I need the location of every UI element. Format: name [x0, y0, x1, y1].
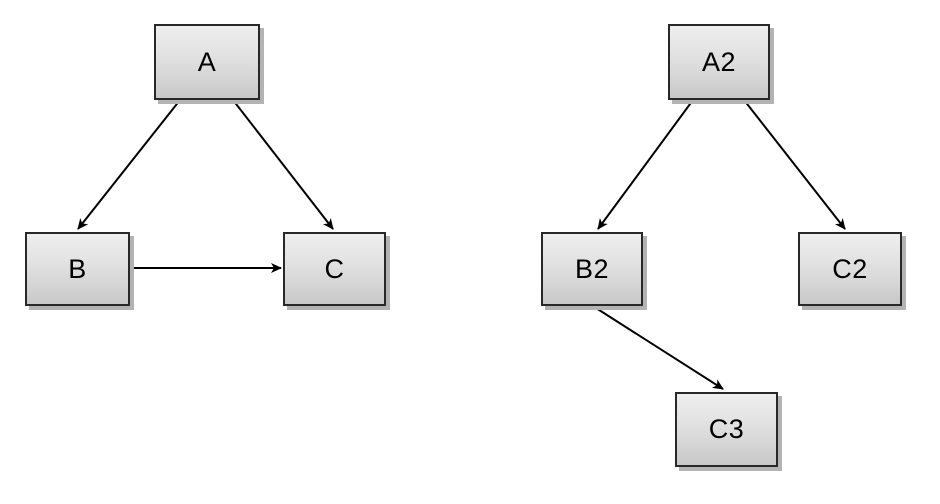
node-c3-label: C3 [708, 414, 745, 444]
node-b2[interactable]: B2 [541, 232, 643, 306]
node-c[interactable]: C [283, 232, 386, 306]
node-c2[interactable]: C2 [798, 232, 902, 306]
node-a2-label: A2 [701, 46, 737, 77]
node-a2[interactable]: A2 [668, 24, 770, 100]
edge-a2-c2[interactable] [743, 99, 846, 230]
node-a[interactable]: A [154, 24, 260, 100]
node-c-label: C [324, 253, 345, 284]
node-c3[interactable]: C3 [675, 392, 778, 467]
edge-a-b[interactable] [77, 99, 181, 230]
node-b2-label: B2 [574, 253, 610, 284]
edge-a2-b2[interactable] [597, 99, 694, 230]
edge-b2-c3[interactable] [595, 307, 724, 390]
node-b[interactable]: B [25, 232, 130, 306]
node-c2-label: C2 [832, 253, 868, 284]
node-a-label: A [197, 46, 217, 77]
node-b-label: B [68, 253, 87, 284]
edge-a-c[interactable] [232, 99, 334, 230]
edges-group [77, 99, 846, 390]
